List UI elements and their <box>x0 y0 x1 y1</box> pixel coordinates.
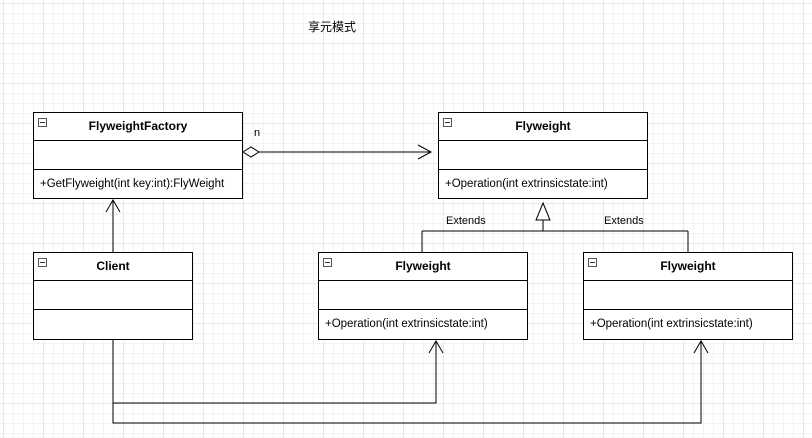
class-header: Flyweight <box>319 253 527 281</box>
diagram-title: 享元模式 <box>308 20 357 34</box>
class-attributes <box>34 281 192 310</box>
multiplicity-label: n <box>254 127 261 139</box>
class-name: FlyweightFactory <box>88 119 188 133</box>
class-method: +GetFlyweight(int key:int):FlyWeight <box>40 178 225 190</box>
collapse-icon[interactable] <box>38 258 47 267</box>
inheritance-connector <box>421 201 689 252</box>
class-attributes <box>319 281 527 310</box>
class-concrete-flyweight-b[interactable]: Flyweight +Operation(int extrinsicstate:… <box>583 252 793 340</box>
inheritance-triangle <box>535 201 551 221</box>
class-method: +Operation(int extrinsicstate:int) <box>445 178 608 190</box>
class-concrete-flyweight-a[interactable]: Flyweight +Operation(int extrinsicstate:… <box>318 252 528 340</box>
aggregation-connector <box>242 144 433 160</box>
class-header: Client <box>34 253 192 281</box>
collapse-icon[interactable] <box>323 258 332 267</box>
class-header: Flyweight <box>439 113 647 141</box>
class-attributes <box>34 141 242 170</box>
client-to-concrete-b-connector <box>112 340 709 424</box>
client-to-concrete-a-connector <box>112 340 444 404</box>
class-name: Flyweight <box>395 259 451 273</box>
extends-label-left: Extends <box>446 215 486 227</box>
class-attributes <box>439 141 647 170</box>
collapse-icon[interactable] <box>38 118 47 127</box>
aggregation-diamond <box>242 146 260 158</box>
class-flyweight[interactable]: Flyweight +Operation(int extrinsicstate:… <box>438 112 648 199</box>
class-name: Client <box>96 259 130 273</box>
class-name: Flyweight <box>660 259 716 273</box>
aggregation-arrowhead <box>417 144 433 160</box>
collapse-icon[interactable] <box>588 258 597 267</box>
collapse-icon[interactable] <box>443 118 452 127</box>
client-to-factory-connector <box>105 199 121 252</box>
class-flyweight-factory[interactable]: FlyweightFactory +GetFlyweight(int key:i… <box>33 112 243 199</box>
class-method: +Operation(int extrinsicstate:int) <box>325 318 488 330</box>
extends-label-right: Extends <box>604 215 644 227</box>
class-client[interactable]: Client <box>33 252 193 340</box>
class-header: FlyweightFactory <box>34 113 242 141</box>
class-name: Flyweight <box>515 119 571 133</box>
class-header: Flyweight <box>584 253 792 281</box>
class-attributes <box>584 281 792 310</box>
class-method: +Operation(int extrinsicstate:int) <box>590 318 753 330</box>
